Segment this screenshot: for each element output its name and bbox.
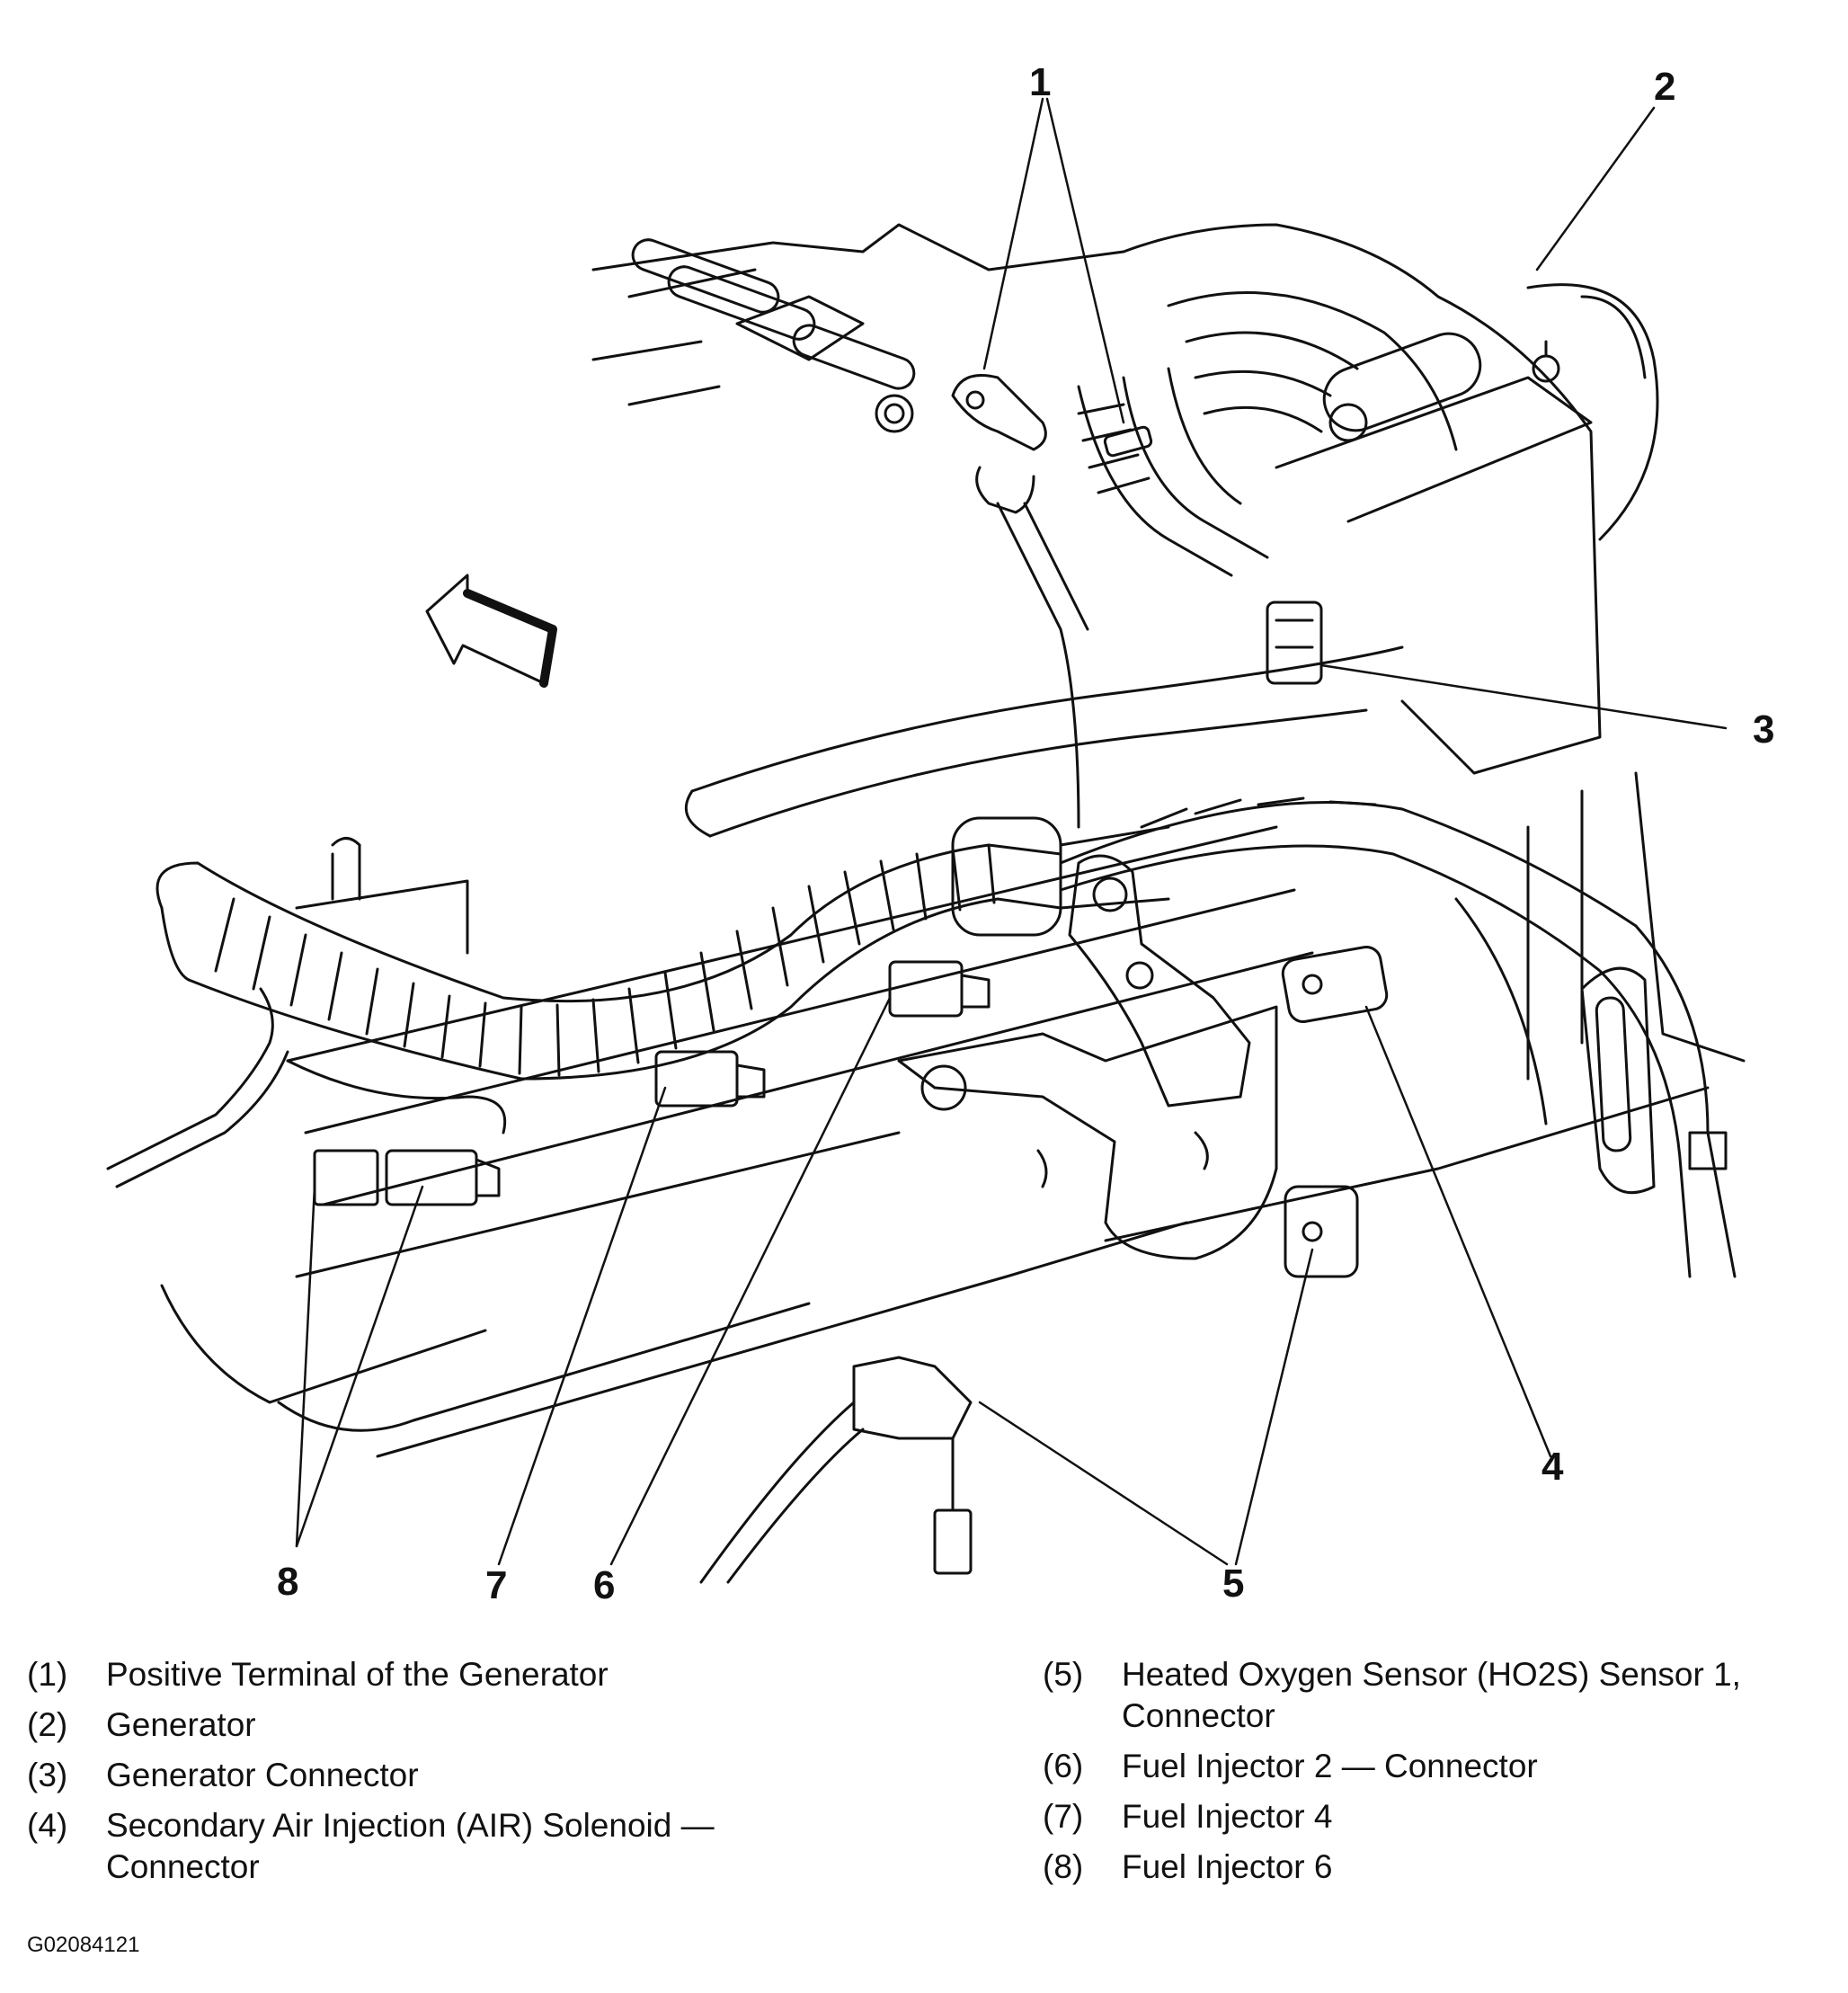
callout-3: 3 [1753, 707, 1775, 752]
connector-fuel-injector-4 [654, 1050, 766, 1108]
legend-number: (5) [1043, 1656, 1084, 1693]
legend-item: (1) Positive Terminal of the Generator [27, 1654, 1025, 1695]
legend: (1) Positive Terminal of the Generator (… [27, 1654, 1825, 1897]
legend-text: Generator [106, 1706, 256, 1743]
engine-block [160, 223, 1746, 1458]
legend-text: Generator Connector [106, 1757, 419, 1793]
connector-generator [1266, 601, 1323, 685]
callout-5: 5 [1222, 1561, 1245, 1606]
fuel-rail [631, 238, 916, 390]
branch-harness [1059, 796, 1737, 1278]
connector-fuel-injector-6 [313, 1149, 501, 1206]
callout-2: 2 [1654, 65, 1676, 109]
connector-ho2s [699, 1185, 1359, 1584]
callout-6: 6 [593, 1563, 616, 1607]
legend-text: Positive Terminal of the Generator [106, 1656, 609, 1693]
front-arrow-icon [425, 574, 557, 688]
callout-7: 7 [485, 1563, 508, 1607]
leader-lines [295, 97, 1728, 1566]
generator-harness [1077, 367, 1269, 577]
legend-item: (5) Heated Oxygen Sensor (HO2S) Sensor 1… [1043, 1654, 1825, 1737]
center-bracket [897, 854, 1278, 1260]
legend-item: (4) Secondary Air Injection (AIR) Soleno… [27, 1805, 1025, 1888]
main-harness [155, 816, 1170, 1081]
legend-column-right: (5) Heated Oxygen Sensor (HO2S) Sensor 1… [1043, 1654, 1825, 1897]
legend-text: Heated Oxygen Sensor (HO2S) Sensor 1, Co… [1122, 1656, 1741, 1734]
legend-item: (6) Fuel Injector 2 — Connector [1043, 1746, 1825, 1787]
legend-number: (3) [27, 1757, 68, 1793]
legend-number: (6) [1043, 1748, 1084, 1784]
figure-id: G02084121 [27, 1933, 140, 1957]
connector-air-solenoid [1281, 946, 1389, 1023]
legend-text: Fuel Injector 4 [1122, 1798, 1333, 1835]
legend-number: (7) [1043, 1798, 1084, 1835]
engine-wiring-diagram [106, 97, 1746, 1584]
generator [1122, 223, 1659, 775]
hose [684, 645, 1404, 838]
legend-number: (4) [27, 1807, 68, 1844]
callout-4: 4 [1541, 1445, 1564, 1489]
left-harness [106, 987, 506, 1188]
legend-item: (3) Generator Connector [27, 1755, 1025, 1796]
legend-item: (2) Generator [27, 1704, 1025, 1746]
connector-fuel-injector-2 [888, 960, 991, 1018]
legend-text: Secondary Air Injection (AIR) Solenoid —… [106, 1807, 715, 1885]
callout-1: 1 [1029, 60, 1052, 104]
legend-number: (8) [1043, 1848, 1084, 1885]
legend-number: (1) [27, 1656, 68, 1693]
legend-column-left: (1) Positive Terminal of the Generator (… [27, 1654, 1025, 1897]
legend-item: (8) Fuel Injector 6 [1043, 1846, 1825, 1888]
legend-item: (7) Fuel Injector 4 [1043, 1796, 1825, 1837]
positive-terminal [875, 374, 1153, 829]
legend-text: Fuel Injector 2 — Connector [1122, 1748, 1538, 1784]
callout-8: 8 [277, 1560, 299, 1604]
legend-number: (2) [27, 1706, 68, 1743]
legend-text: Fuel Injector 6 [1122, 1848, 1333, 1885]
